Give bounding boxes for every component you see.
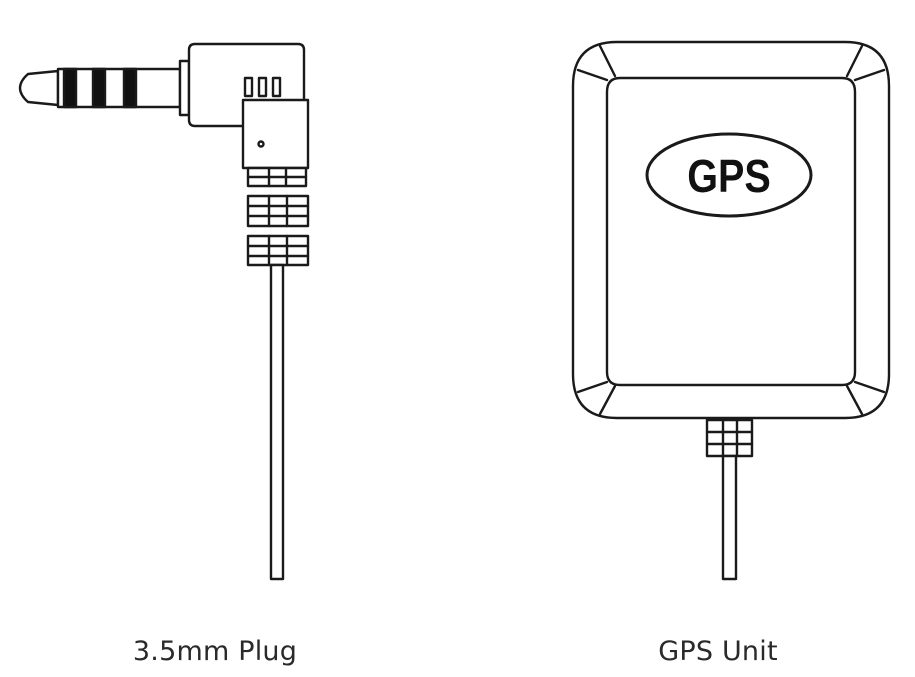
gps-unit-caption: GPS Unit [658,636,778,667]
gps-cable [721,454,738,581]
gps-unit-illustration [571,40,891,581]
plug-tip [18,69,60,107]
gps-badge-text: GPS [687,151,771,202]
plug-ring-3 [122,67,138,109]
gps-strain-relief [705,418,754,458]
plug-ring-1 [62,67,78,109]
gps-inner-face [605,76,857,387]
plug-grip-2 [257,76,268,98]
plug-shaft [56,67,182,109]
plug-cable [269,263,285,581]
gps-badge [645,132,813,218]
plug-marker-dot [257,140,265,148]
plug-body [241,98,310,170]
plug-caption: 3.5mm Plug [132,636,298,667]
plug-grip-1 [243,76,254,98]
plug-strain-relief-2 [246,194,310,228]
plug-strain-relief-3 [246,234,310,267]
plug-grip-3 [271,76,282,98]
plug-ring-2 [91,67,107,109]
plug-collar [178,59,191,117]
plug-illustration [18,42,310,581]
